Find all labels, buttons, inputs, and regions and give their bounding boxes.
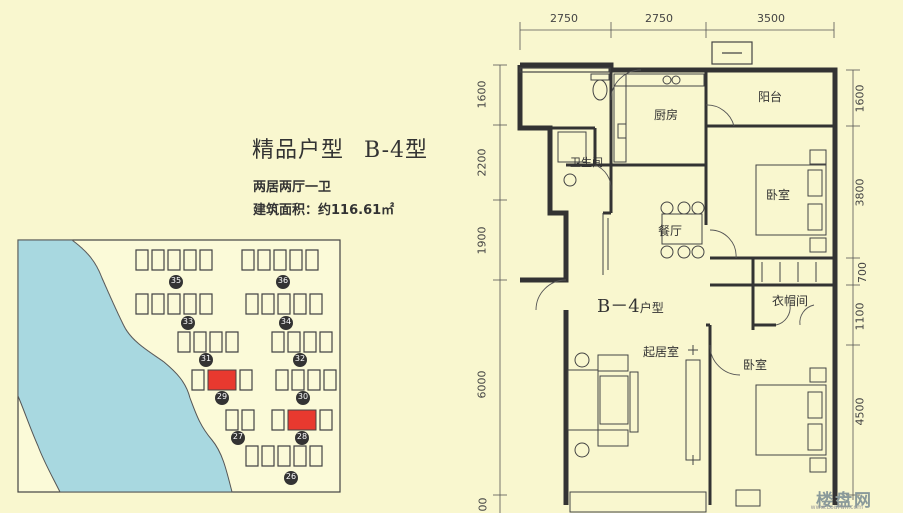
building-label-30: 30 [297,392,309,401]
site-buildings [135,249,337,467]
title-main: 精品户型 [252,138,345,163]
dim-left-3: 1900 [475,226,489,255]
dim-top-2: 2750 [645,12,673,25]
building-label-27: 27 [232,432,244,441]
dim-left-1: 1600 [475,80,489,109]
watermark-url: www.LouPan.com [810,504,863,511]
dim-right-5: 4500 [853,397,867,426]
room-living: 起居室 [643,345,680,359]
top-dimension-lines [519,22,835,50]
plan-suffix: 户型 [639,301,664,315]
building-label-28: 28 [296,432,308,441]
highlighted-units [207,369,317,431]
dim-left-2: 2200 [475,148,489,177]
dim-left-5: 00 [476,497,490,512]
watermark-logo: 楼盘网 [816,491,873,511]
title-model: B-4型 [364,138,429,163]
balcony-railing [519,41,753,73]
interior-walls [550,65,835,505]
room-balcony: 阳台 [758,90,783,104]
building-label-36: 36 [277,276,289,285]
water-area [17,239,233,493]
dim-top-1: 2750 [550,12,578,25]
dim-left-4: 6000 [475,370,489,399]
dim-right-3: 700 [856,262,869,283]
room-closet: 衣帽间 [772,294,809,308]
fixtures [557,73,827,513]
dim-right-1: 1600 [853,84,867,113]
building-label-26: 26 [285,472,297,481]
building-markers [169,275,310,485]
building-label-32: 32 [294,354,306,363]
dim-right-2: 3800 [853,178,867,207]
room-bedroom-2: 卧室 [743,358,768,372]
plan-code: B－4 [597,296,640,317]
door-swings [535,69,815,376]
room-dining: 餐厅 [658,224,683,238]
building-label-33: 33 [182,317,194,326]
dim-right-4: 1100 [853,302,867,331]
layout-type: 两居两厅一卫 [253,180,332,195]
building-area: 建筑面积：约116.61㎡ [253,203,395,218]
site-map [17,239,341,493]
room-kitchen: 厨房 [654,108,679,122]
room-bathroom: 卫生间 [570,156,603,169]
plan-unit-label: B－4户型 [597,292,664,318]
building-label-29: 29 [216,392,228,401]
building-label-35: 35 [170,276,182,285]
building-label-31: 31 [200,354,212,363]
floor-plan-title: 精品户型 B-4型 [252,132,428,164]
dim-top-3: 3500 [757,12,785,25]
right-dimension-lines [846,69,860,500]
room-bedroom-1: 卧室 [766,188,791,202]
building-label-34: 34 [280,317,292,326]
left-dimension-lines [493,64,507,513]
